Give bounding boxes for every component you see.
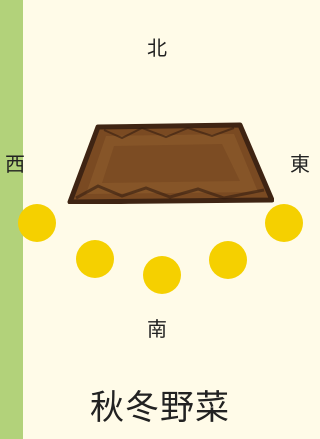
left-accent-bar	[0, 0, 23, 439]
direction-label-west: 西	[5, 152, 25, 176]
plant-marker-3	[143, 256, 181, 294]
garden-soil-bed	[67, 122, 274, 204]
plant-marker-5	[265, 204, 303, 242]
direction-label-south: 南	[147, 317, 167, 341]
plant-marker-2	[76, 240, 114, 278]
plant-marker-4	[209, 241, 247, 279]
plant-marker-1	[18, 204, 56, 242]
direction-label-east: 東	[290, 152, 310, 176]
direction-label-north: 北	[147, 36, 167, 60]
page-title: 秋冬野菜	[90, 388, 230, 428]
